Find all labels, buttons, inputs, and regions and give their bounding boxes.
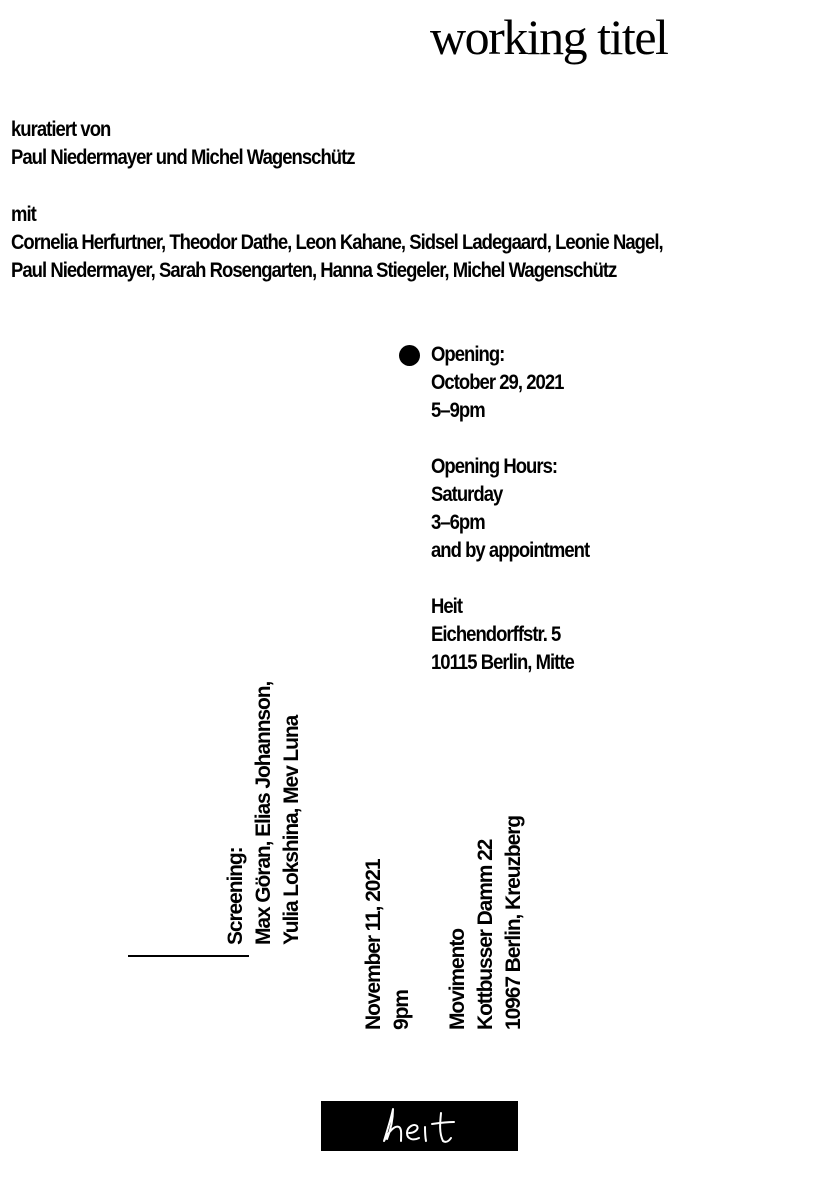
hours-day: Saturday	[431, 483, 503, 506]
opening-label: Opening:	[431, 343, 505, 366]
screening-street: Kottbusser Damm 22	[474, 839, 497, 1030]
heit-handwritten-logo-icon	[383, 1108, 455, 1143]
artists-section: mit Cornelia Herfurtner, Theodor Dathe, …	[11, 201, 664, 285]
screening-time: 9pm	[390, 990, 413, 1030]
artists-line-1: Cornelia Herfurtner, Theodor Dathe, Leon…	[11, 231, 664, 254]
curator-names: Paul Niedermayer und Michel Wagenschütz	[11, 146, 356, 169]
info-section: Opening: October 29, 2021 5–9pm Opening …	[431, 341, 590, 677]
hours-time: 3–6pm	[431, 511, 486, 534]
artists-label: mit	[11, 203, 37, 226]
opening-date: October 29, 2021	[431, 371, 564, 394]
venue-name: Heit	[431, 595, 463, 618]
screening-venue: Movimento	[446, 929, 469, 1030]
venue-street: Eichendorffstr. 5	[431, 623, 561, 646]
screening-date: November 11, 2021	[362, 859, 385, 1030]
heit-logo	[321, 1101, 518, 1151]
divider-line	[128, 955, 249, 957]
opening-time: 5–9pm	[431, 399, 486, 422]
screening-artists-2: Yulia Lokshina, Mev Luna	[280, 715, 303, 945]
page-title: working titel	[430, 9, 669, 65]
curator-section: kuratiert von Paul Niedermayer und Miche…	[11, 116, 356, 172]
screening-city: 10967 Berlin, Kreuzberg	[502, 816, 525, 1030]
curated-label: kuratiert von	[11, 118, 111, 141]
hours-note: and by appointment	[431, 539, 590, 562]
artists-line-2: Paul Niedermayer, Sarah Rosengarten, Han…	[11, 259, 617, 282]
hours-label: Opening Hours:	[431, 455, 558, 478]
screening-artists-1: Max Göran, Elias Johannson,	[252, 681, 275, 945]
bullet-dot-icon	[399, 345, 420, 366]
venue-city: 10115 Berlin, Mitte	[431, 651, 575, 674]
screening-label: Screening:	[224, 847, 247, 945]
